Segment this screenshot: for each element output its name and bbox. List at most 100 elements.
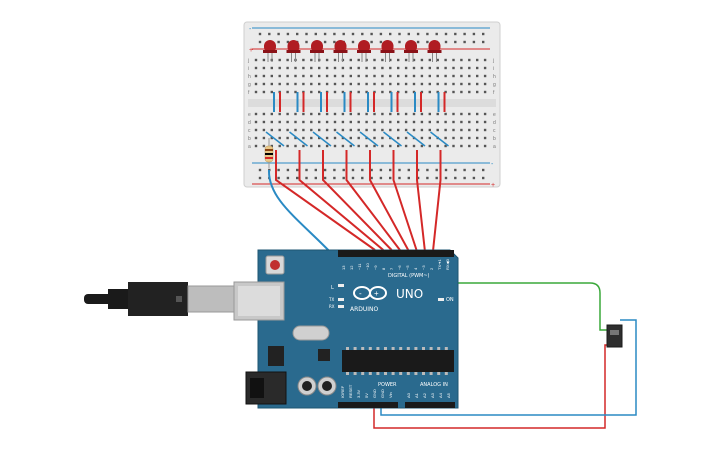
top-pin-label: RX◀0 — [445, 258, 450, 270]
jumper-diag — [383, 131, 402, 147]
row-letter: e — [493, 112, 496, 118]
svg-text:+: + — [374, 289, 379, 298]
power-label: POWER — [378, 382, 397, 388]
wire-led-5[interactable] — [369, 150, 410, 251]
top-pin-label: 7 — [389, 267, 394, 270]
row-letter: g — [248, 82, 251, 88]
row-letter: j — [247, 58, 249, 64]
row-letter: f — [493, 90, 495, 96]
row-letter: h — [248, 74, 251, 80]
row-letter: g — [493, 82, 496, 88]
slide-switch[interactable] — [606, 324, 623, 348]
analog-pin-label: A2 — [422, 392, 427, 398]
wire-gnd-switch[interactable] — [380, 319, 637, 416]
tx-label: TX — [328, 297, 334, 302]
rx-label: RX — [329, 304, 335, 309]
rail-minus-label: - — [249, 26, 252, 33]
top-pin-label: ~6 — [397, 265, 402, 270]
top-pin-label: 4 — [413, 267, 418, 270]
power-pin-label: GND — [372, 389, 377, 398]
wires — [267, 150, 637, 429]
top-pin-label: ~9 — [373, 265, 378, 270]
arduino-logo: - + — [353, 286, 387, 300]
row-letter: d — [493, 120, 496, 126]
wire-led-2[interactable] — [298, 150, 384, 251]
row-letter: i — [493, 66, 494, 72]
row-letter: j — [492, 58, 494, 64]
top-pin-label: ~11 — [357, 263, 362, 270]
digital-label: DIGITAL (PWM~) — [388, 273, 430, 279]
usb-cable[interactable] — [84, 282, 235, 316]
jumper-diag — [359, 131, 379, 147]
led[interactable] — [310, 40, 324, 62]
wire-led-3[interactable] — [322, 150, 393, 251]
arduino-text: ARDUINO — [350, 306, 379, 313]
led[interactable] — [357, 40, 371, 62]
row-letter: a — [493, 144, 496, 150]
jumper-diag — [265, 131, 285, 147]
led[interactable] — [263, 40, 277, 62]
power-pin-label: IOREF — [340, 385, 345, 398]
power-pin-label: 5V — [364, 393, 369, 398]
arduino-board[interactable]: - + UNO ARDUINO DIGITAL (PWM~) ANALOG IN… — [233, 249, 459, 409]
wire-led-4[interactable] — [345, 150, 401, 251]
analog-pin-label: A1 — [414, 392, 419, 398]
analog-pin-label: A4 — [438, 392, 443, 398]
top-pin-label: ~3 — [421, 265, 426, 270]
on-label: ON — [446, 297, 454, 303]
top-pin-label: 8 — [381, 267, 386, 270]
wire-led-1[interactable] — [275, 150, 376, 251]
power-pin-label: GND — [380, 389, 385, 398]
svg-text:-: - — [359, 289, 362, 298]
l-label: L — [331, 285, 334, 291]
microcontroller-chip — [342, 350, 454, 372]
row-letter: h — [493, 74, 496, 80]
led-row — [263, 40, 442, 62]
led[interactable] — [333, 40, 348, 62]
jumper-diag — [336, 131, 355, 147]
breadboard-jumpers — [265, 92, 449, 147]
led[interactable] — [380, 40, 395, 62]
wire-signal-green[interactable] — [339, 269, 610, 331]
uno-text: UNO — [396, 287, 423, 301]
wire-led-8[interactable] — [432, 150, 442, 251]
top-pin-label: ~5 — [405, 265, 410, 270]
row-letter: a — [248, 144, 251, 150]
row-letter: d — [248, 120, 251, 126]
led[interactable] — [404, 40, 418, 62]
top-pin-label: 13 — [341, 265, 346, 270]
wire-gnd[interactable] — [267, 169, 337, 259]
analog-pin-label: A3 — [430, 392, 435, 398]
row-letter: c — [493, 128, 496, 134]
led[interactable] — [286, 40, 301, 62]
rail-plus-label-right: + — [491, 182, 495, 189]
jumper-diag — [430, 131, 449, 147]
power-pin-label: RESET — [348, 384, 353, 398]
jumper-diag — [289, 131, 308, 147]
top-pin-label: 2 — [429, 267, 434, 270]
jumper-diag — [312, 131, 332, 147]
resistor[interactable] — [264, 138, 274, 168]
analog-label: ANALOG IN — [420, 382, 448, 388]
row-letter: b — [248, 136, 251, 142]
power-pin-label: Vin — [388, 392, 393, 398]
top-pin-label: 12 — [349, 265, 354, 270]
power-pin-label: 3.3V — [356, 389, 361, 398]
jumper-diag — [406, 131, 426, 147]
analog-pin-label: A0 — [406, 392, 411, 398]
led[interactable] — [427, 40, 442, 62]
wire-led-6[interactable] — [392, 150, 418, 251]
row-letter: i — [248, 66, 249, 72]
wire-led-7[interactable] — [416, 150, 426, 251]
row-letter: c — [248, 128, 251, 134]
row-letter: b — [493, 136, 496, 142]
analog-pin-label: A5 — [446, 392, 451, 398]
row-letter: e — [248, 112, 251, 118]
top-pin-label: TX➔1 — [437, 259, 442, 270]
